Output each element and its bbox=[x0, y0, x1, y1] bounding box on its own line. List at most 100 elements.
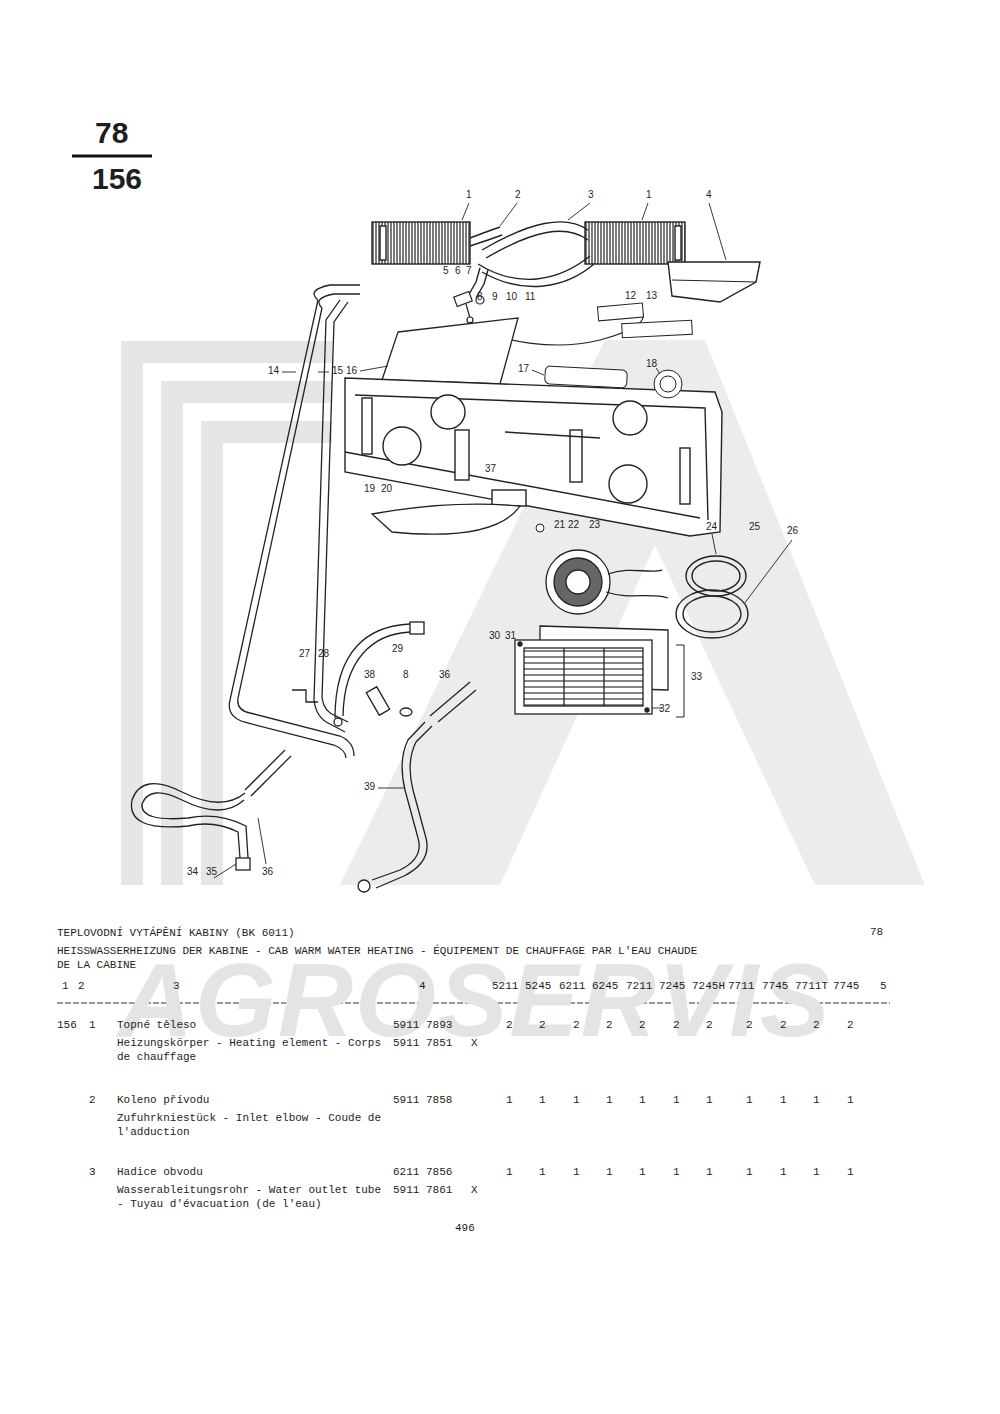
callout-number: 33 bbox=[691, 672, 702, 682]
table-cell: 78 bbox=[870, 926, 883, 940]
hose bbox=[335, 624, 410, 718]
callout-number: 38 bbox=[364, 670, 375, 680]
water-pipe bbox=[238, 308, 354, 756]
clip bbox=[536, 524, 544, 532]
callout-number: 4 bbox=[706, 190, 712, 200]
callout-number: 2 bbox=[515, 190, 521, 200]
table-cell: HEISSWASSERHEIZUNG DER KABINE - CAB WARM… bbox=[57, 945, 717, 973]
callout-number: 23 bbox=[589, 520, 600, 530]
table-cell: 1 bbox=[506, 1166, 513, 1180]
leader-line bbox=[462, 203, 469, 220]
callout-number: 9 bbox=[492, 292, 498, 302]
table-cell: 3 bbox=[173, 980, 180, 994]
hose bbox=[358, 880, 370, 892]
callout-number: 13 bbox=[646, 291, 657, 301]
table-cell: 1 bbox=[746, 1094, 753, 1108]
hose bbox=[438, 690, 476, 722]
air-grille bbox=[563, 648, 564, 706]
table-cell: 1 bbox=[746, 1166, 753, 1180]
gauge bbox=[660, 376, 676, 392]
callout-number: 14 bbox=[268, 366, 279, 376]
callout-number: 11 bbox=[525, 292, 535, 302]
callout-number: 35 bbox=[206, 867, 217, 877]
table-cell: 1 bbox=[89, 1019, 96, 1033]
callout-number: 15 bbox=[332, 366, 343, 376]
callout-number: 10 bbox=[506, 292, 517, 302]
heater-core bbox=[380, 226, 386, 260]
hose-tube bbox=[470, 235, 502, 246]
callout-number: 6 bbox=[455, 266, 461, 276]
table-cell: 496 bbox=[455, 1222, 475, 1236]
hose bbox=[334, 718, 342, 726]
table-cell: 1 bbox=[606, 1166, 613, 1180]
hose bbox=[376, 726, 432, 888]
leader-line bbox=[532, 370, 544, 375]
table-cell: 5911 7858 bbox=[393, 1094, 452, 1108]
bracket bbox=[676, 645, 684, 717]
fan-motor bbox=[546, 550, 668, 614]
heater-cover bbox=[672, 280, 756, 282]
table-cell: 1 bbox=[606, 1094, 613, 1108]
heater-core bbox=[372, 222, 470, 264]
valve bbox=[466, 304, 470, 318]
table-cell: 6211 bbox=[559, 980, 585, 994]
table-cell: Koleno přívodu bbox=[117, 1094, 209, 1108]
page-title: TEPLOVODNÍ VYTÁPĚNÍ KABINY (BK 6011) bbox=[57, 927, 295, 941]
table-cell: 1 bbox=[673, 1166, 680, 1180]
callout-number: 34 bbox=[187, 867, 198, 877]
table-cell: X bbox=[471, 1184, 478, 1198]
hose bbox=[400, 708, 412, 716]
air-grille bbox=[603, 648, 604, 706]
callout-number: 30 bbox=[489, 631, 500, 641]
hose-tube bbox=[482, 264, 594, 286]
table-cell: 6211 7856 bbox=[393, 1166, 452, 1180]
watermark-logo bbox=[132, 352, 332, 885]
control-lever bbox=[597, 303, 643, 321]
heater-core bbox=[372, 222, 685, 264]
table-cell: 1 bbox=[506, 1094, 513, 1108]
hose bbox=[236, 858, 250, 870]
heater-core bbox=[585, 222, 685, 264]
hose-tube bbox=[486, 231, 588, 258]
callout-number: 21 bbox=[554, 520, 565, 530]
table-cell: 1 bbox=[539, 1166, 546, 1180]
heater-core bbox=[675, 226, 681, 260]
leader-line bbox=[258, 818, 266, 864]
callout-number: 31 bbox=[505, 631, 516, 641]
table-cell: Hadice obvodu bbox=[117, 1166, 203, 1180]
leader-line bbox=[642, 203, 648, 220]
control-panel bbox=[545, 366, 628, 388]
air-grille bbox=[524, 648, 643, 706]
valve bbox=[454, 292, 484, 323]
hose bbox=[372, 722, 425, 880]
gauge bbox=[654, 370, 682, 398]
callout-number: 3 bbox=[588, 190, 594, 200]
dash-housing bbox=[570, 430, 582, 482]
table-cell: 1 bbox=[780, 1094, 787, 1108]
table-cell: 1 bbox=[847, 1166, 854, 1180]
dash-housing bbox=[455, 430, 469, 480]
dash-housing bbox=[345, 378, 722, 536]
table-cell: 5245 bbox=[525, 980, 551, 994]
control-plate bbox=[622, 320, 693, 338]
fan-motor bbox=[546, 550, 610, 614]
callout-number: 29 bbox=[392, 644, 403, 654]
table-cell: 2 bbox=[78, 980, 85, 994]
fraction-bar bbox=[72, 155, 152, 158]
table-cell: 1 bbox=[62, 980, 69, 994]
watermark-a bbox=[340, 340, 925, 885]
table-cell: 2 bbox=[639, 1019, 646, 1033]
watermark-text: AGROSERVIS bbox=[118, 948, 831, 1052]
table-cell: 2 bbox=[89, 1094, 96, 1108]
table-cell: 1 bbox=[573, 1166, 580, 1180]
table-cell: 4 bbox=[419, 980, 426, 994]
hose bbox=[343, 632, 410, 716]
hose bbox=[430, 682, 470, 716]
water-pipe bbox=[229, 300, 346, 758]
dash-housing bbox=[345, 378, 722, 536]
table-cell: 7745 bbox=[833, 980, 859, 994]
table-cell: 1 bbox=[539, 1094, 546, 1108]
callout-number: 12 bbox=[625, 291, 636, 301]
table-cell: 1 bbox=[573, 1094, 580, 1108]
leader-line bbox=[282, 372, 296, 373]
